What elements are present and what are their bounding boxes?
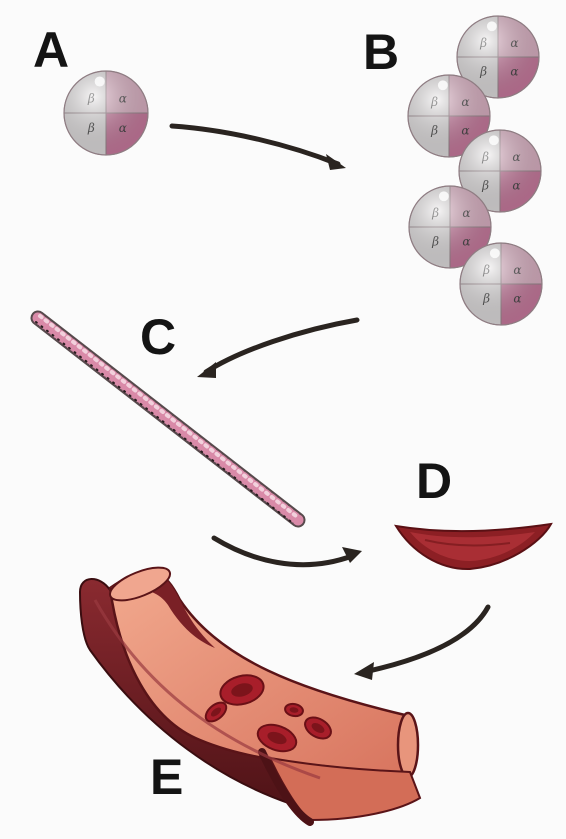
panel-label-b: B xyxy=(363,27,399,77)
panel-label-c: C xyxy=(140,312,176,362)
sphere-notch xyxy=(438,80,448,90)
sphere-notch xyxy=(487,21,497,31)
panel-label-e: E xyxy=(150,752,183,802)
panel-label-a: A xyxy=(33,25,69,75)
sphere-notch xyxy=(490,248,500,258)
arrow-d-to-e xyxy=(354,607,488,680)
tetramer-polymer-chain: βαβαβαβαβαβαβαβαβαβα xyxy=(408,16,542,325)
tetramer-sphere: βαβα xyxy=(460,243,542,325)
arrow-a-to-b xyxy=(172,126,346,170)
sphere-notch xyxy=(439,191,449,201)
sickled-red-cell xyxy=(396,524,551,569)
hemoglobin-tetramer: βαβα xyxy=(64,71,148,155)
sphere-notch xyxy=(489,135,499,145)
arrow-b-to-c xyxy=(197,320,357,378)
sphere-shading xyxy=(460,243,542,325)
sphere-shading xyxy=(64,71,148,155)
panel-label-d: D xyxy=(416,456,452,506)
tetramer-sphere: βαβα xyxy=(64,71,148,155)
arrow-c-to-d xyxy=(214,538,362,565)
sphere-notch xyxy=(95,76,105,86)
